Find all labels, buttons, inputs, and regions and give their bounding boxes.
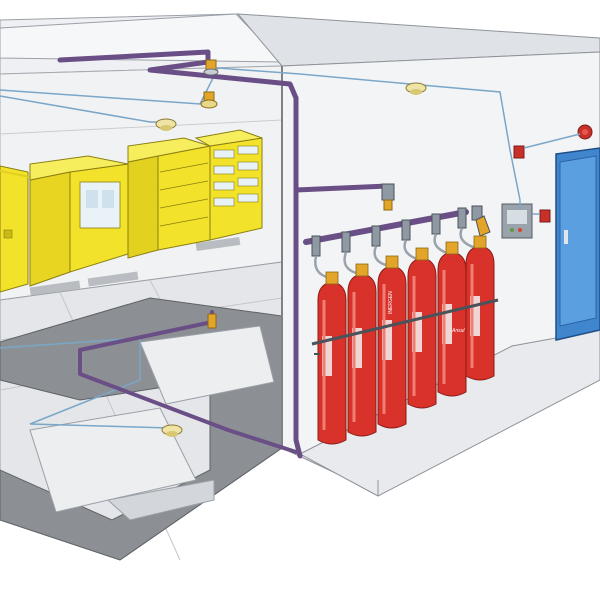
floor-vents [29,236,241,296]
inergen-cylinder [347,263,377,437]
floor-island-1 [139,325,275,405]
inergen-cylinder [317,271,347,445]
nozzle-icon [207,313,217,329]
alarm-bell-icon [577,124,593,140]
cylinder-brand-text: Ansul [451,328,465,334]
wall-line [0,119,283,135]
inergen-cylinder [407,247,437,409]
smoke-detector-icon [155,118,177,131]
manual-release-icon [539,209,551,223]
cylinder-labels: INERGEN Ansul [388,291,465,334]
control-panel-icon [501,203,533,239]
smoke-detector-icon [405,82,427,95]
cylinder-bank [311,235,499,445]
inergen-cylinder [465,235,495,381]
equipment-cabinets [0,129,263,293]
inergen-cylinder [377,255,407,429]
floor-island-3 [106,479,215,521]
floor-island-2 [29,407,197,513]
inergen-cylinder [437,241,467,397]
smoke-detector-icon [161,424,183,437]
partition-top [236,13,600,67]
manifold-valves [311,183,491,257]
cylinder-label-text: INERGEN [388,291,394,314]
cylinder-bracket [311,298,499,346]
pull-station-icon [513,145,525,159]
nozzle-icon [200,91,218,109]
nozzle-icon [383,199,393,211]
nozzle-icon [203,59,219,76]
exit-door [555,147,600,341]
